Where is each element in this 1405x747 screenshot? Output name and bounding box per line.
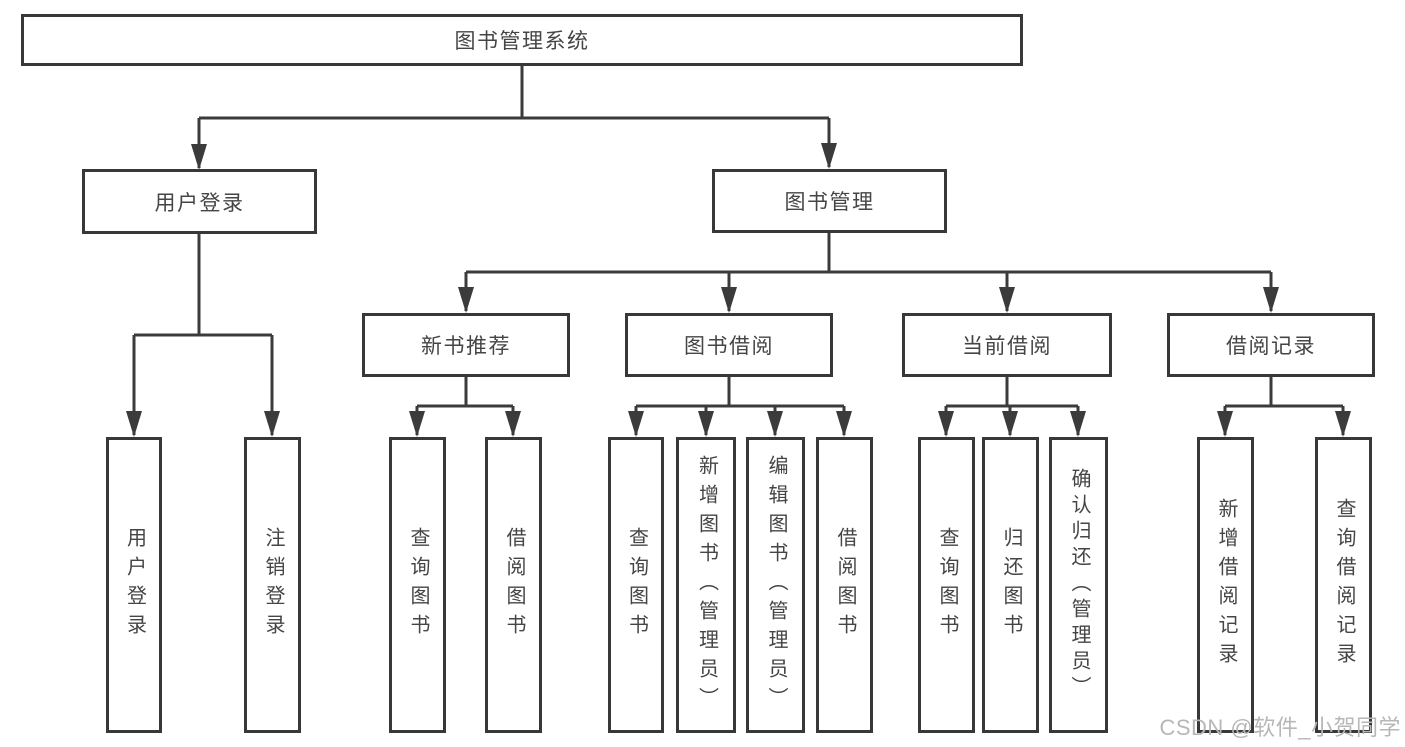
node-label: 图书管理 xyxy=(784,191,875,214)
leaf-add-books-admin: 新增图书（管理员） xyxy=(676,437,736,733)
node-borrow-records: 借阅记录 xyxy=(1167,313,1375,377)
leaf-query-books-current: 查询图书 xyxy=(918,437,975,733)
leaf-query-borrow-record: 查询借阅记录 xyxy=(1315,437,1372,733)
node-label: 注销登录 xyxy=(262,527,284,643)
node-label: 借阅图书 xyxy=(503,527,525,643)
node-label: 借阅记录 xyxy=(1226,335,1316,358)
leaf-add-borrow-record: 新增借阅记录 xyxy=(1197,437,1254,733)
node-book-borrow: 图书借阅 xyxy=(625,313,833,377)
leaf-confirm-return-admin: 确认归还（管理员） xyxy=(1049,437,1108,733)
node-label: 确认归还（管理员） xyxy=(1068,468,1090,702)
leaf-borrow-books-recommend: 借阅图书 xyxy=(485,437,542,733)
node-user-login: 用户登录 xyxy=(82,169,317,234)
node-label: 查询图书 xyxy=(407,527,429,643)
node-label: 编辑图书（管理员） xyxy=(765,454,787,716)
leaf-borrow-books: 借阅图书 xyxy=(816,437,873,733)
node-label: 用户登录 xyxy=(154,191,245,215)
watermark-text: CSDN @软件_小贺同学 xyxy=(1159,715,1401,740)
node-label: 图书管理系统 xyxy=(454,30,590,53)
node-label: 借阅图书 xyxy=(834,527,856,643)
node-library-management-system: 图书管理系统 xyxy=(21,14,1023,66)
node-label: 当前借阅 xyxy=(962,335,1052,358)
node-book-management: 图书管理 xyxy=(712,169,947,233)
node-label: 新增图书（管理员） xyxy=(695,454,718,716)
node-current-borrow: 当前借阅 xyxy=(902,313,1112,377)
leaf-user-login: 用户登录 xyxy=(106,437,162,733)
node-label: 图书借阅 xyxy=(684,335,774,358)
leaf-query-books-recommend: 查询图书 xyxy=(389,437,446,733)
leaf-logout: 注销登录 xyxy=(244,437,301,733)
leaf-return-books: 归还图书 xyxy=(982,437,1039,733)
leaf-edit-books-admin: 编辑图书（管理员） xyxy=(746,437,805,733)
node-label: 查询借阅记录 xyxy=(1333,498,1355,672)
leaf-query-books-borrow: 查询图书 xyxy=(608,437,664,733)
node-label: 查询图书 xyxy=(625,527,648,643)
node-label: 查询图书 xyxy=(936,527,958,643)
node-label: 用户登录 xyxy=(123,527,146,643)
node-label: 新书推荐 xyxy=(421,335,511,358)
node-new-book-recommend: 新书推荐 xyxy=(362,313,570,377)
node-label: 新增借阅记录 xyxy=(1215,498,1237,672)
node-label: 归还图书 xyxy=(1000,527,1022,643)
